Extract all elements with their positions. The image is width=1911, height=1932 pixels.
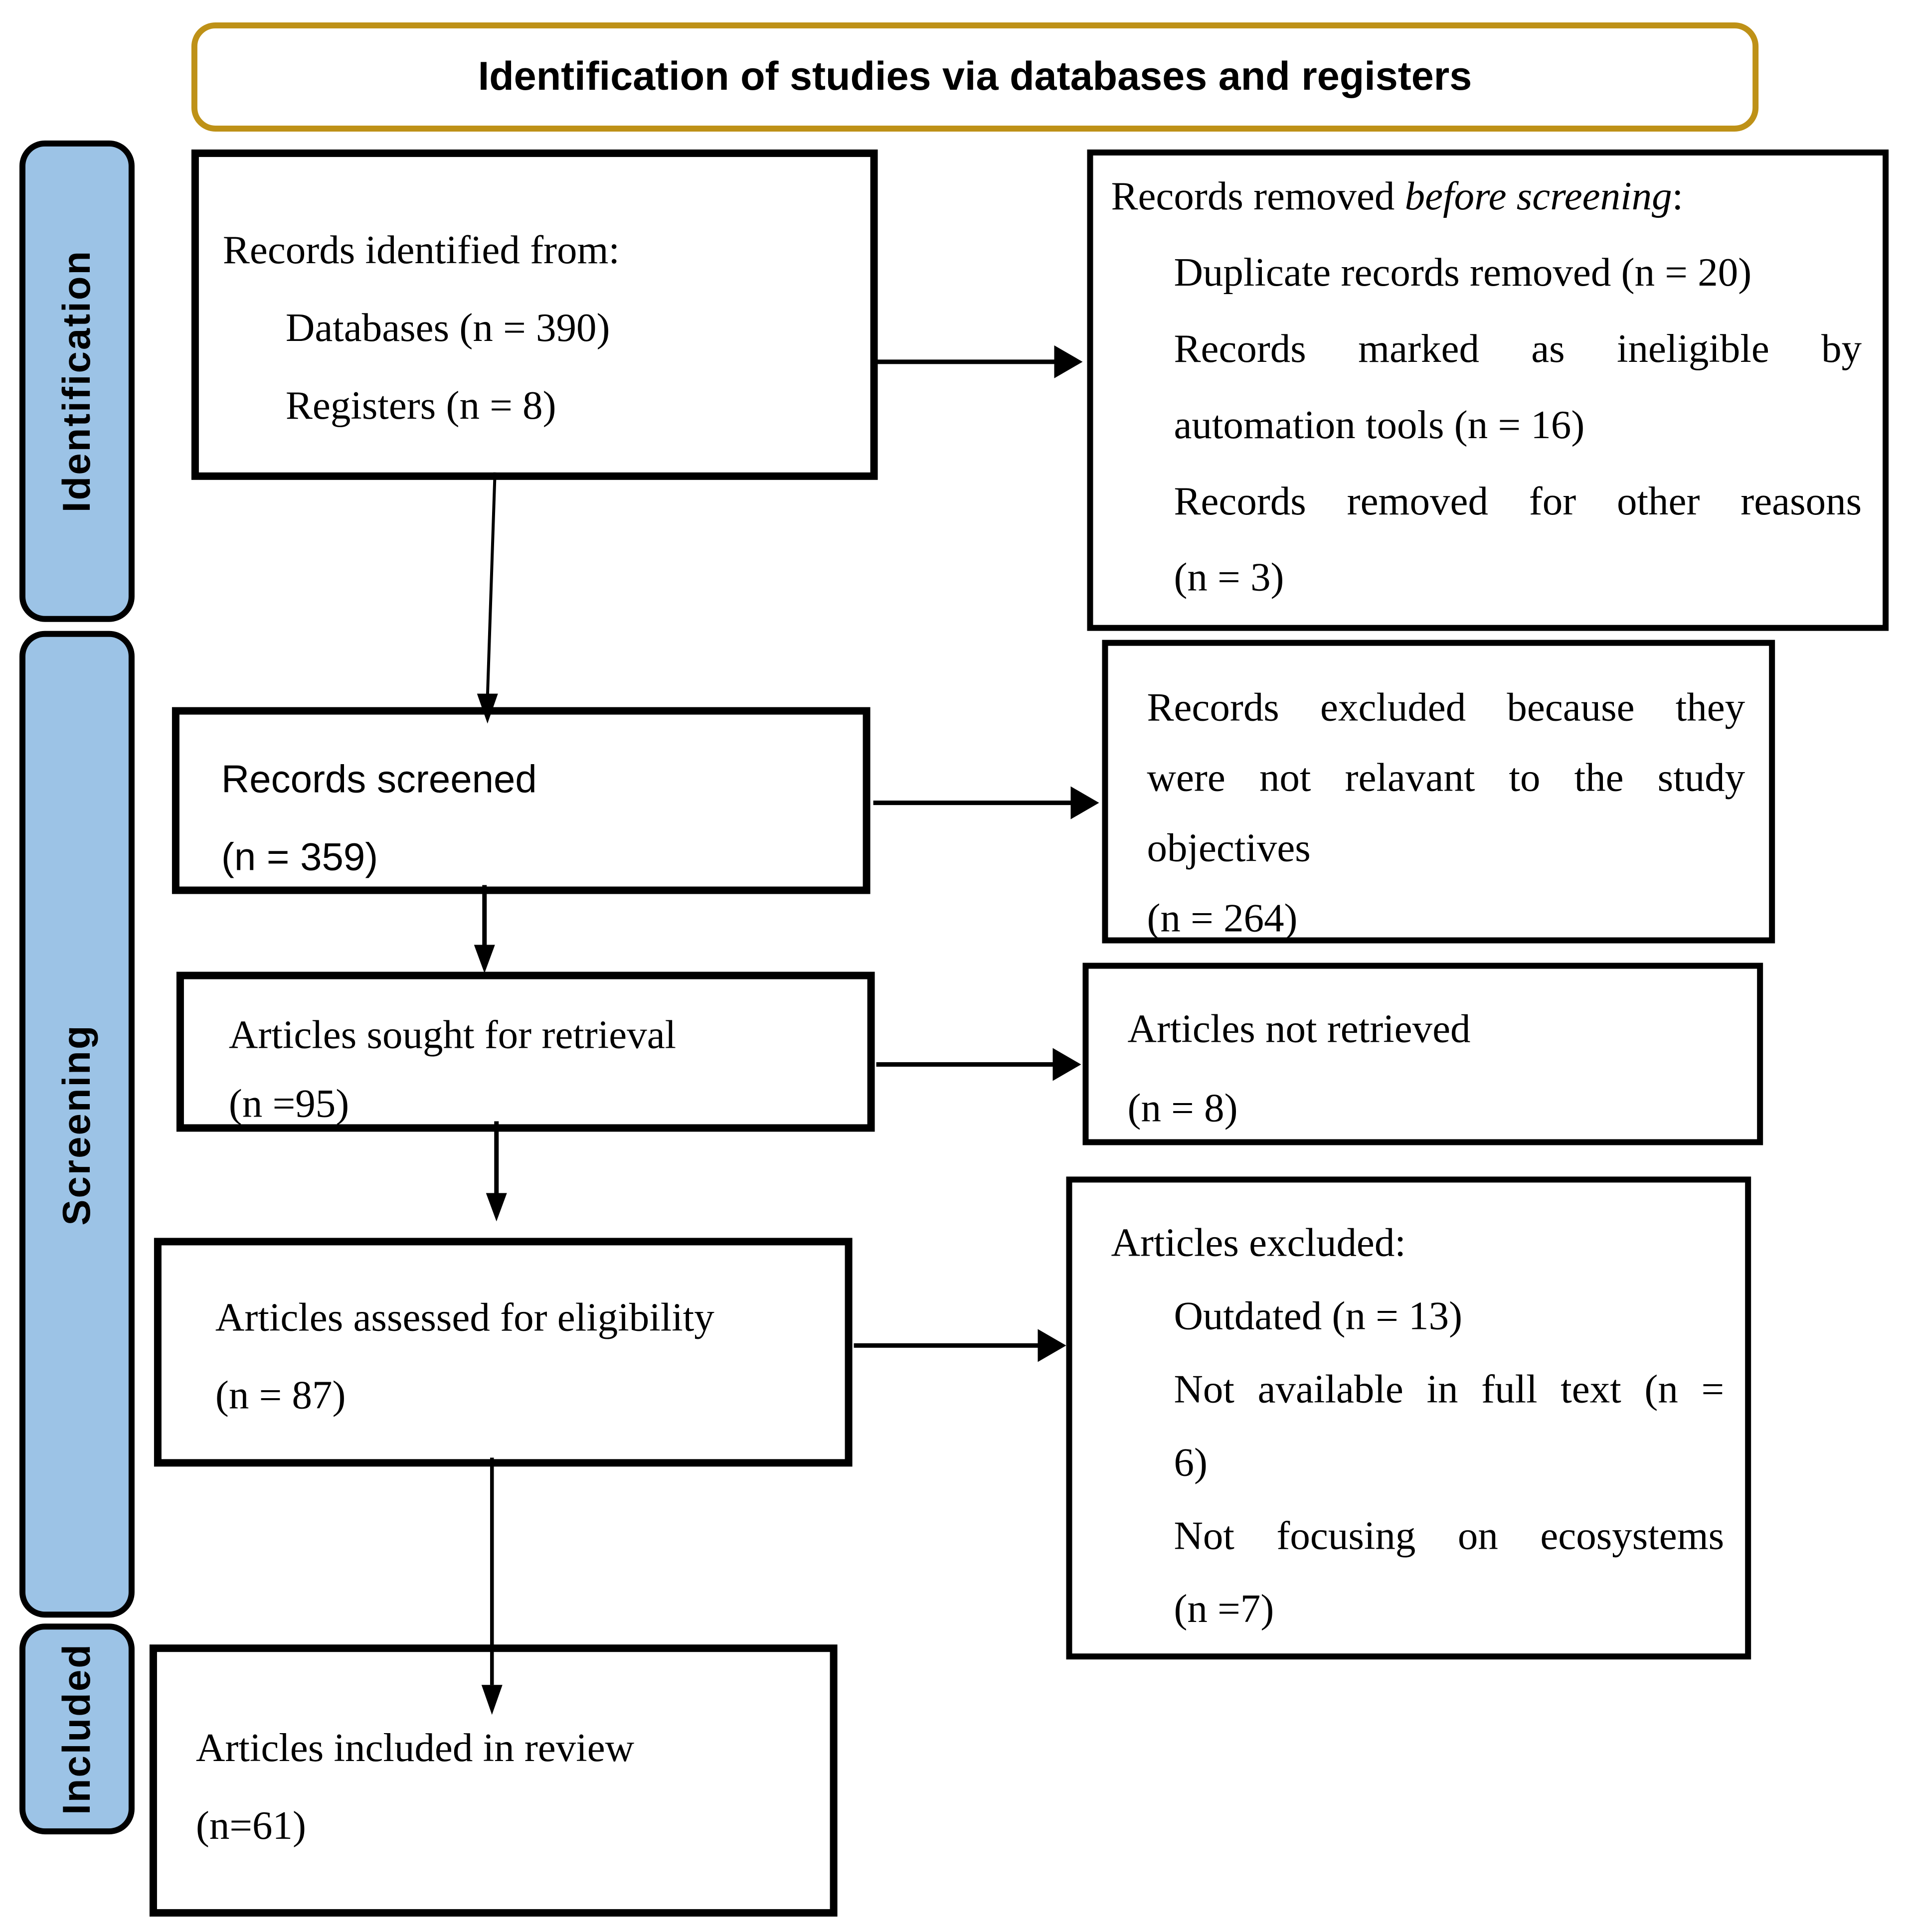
- text-line: Articles included in review: [195, 1725, 635, 1771]
- text-line: Registers (n = 8): [285, 382, 556, 428]
- box-articles-not-retrieved: Articles not retrieved (n = 8): [1082, 963, 1763, 1145]
- stage-label-identification-text: Identification: [53, 250, 99, 513]
- arrow-screened-to-excluded-icon: [873, 786, 1099, 819]
- arrow-identified-to-screened-icon: [477, 472, 498, 724]
- arrow-sought-to-not-retrieved-icon: [876, 1048, 1081, 1081]
- text-line: 6): [1174, 1440, 1208, 1485]
- arrow-identified-to-removed-icon: [873, 345, 1083, 378]
- diagram-title: Identification of studies via databases …: [478, 53, 1472, 99]
- text-line: Records excluded because they: [1147, 684, 1745, 730]
- text-line: (n = 264): [1147, 895, 1298, 941]
- text-line: (n = 3): [1174, 554, 1284, 600]
- stage-label-included: Included: [19, 1623, 135, 1835]
- text-line: objectives: [1147, 825, 1311, 870]
- text-line: Records screened: [221, 756, 537, 802]
- text-line: Articles excluded:: [1111, 1220, 1406, 1265]
- text-line: (n = 8): [1127, 1085, 1238, 1130]
- text-line: Records removed for other reasons: [1174, 478, 1862, 523]
- box-records-excluded: Records excluded because they were not re…: [1102, 640, 1775, 944]
- box-articles-assessed-for-eligibility: Articles assessed for eligibility (n = 87…: [154, 1238, 853, 1467]
- arrow-screened-to-sought-icon: [474, 885, 495, 973]
- stage-label-screening-text: Screening: [53, 1023, 99, 1225]
- text-line: Records marked as ineligible by: [1174, 325, 1862, 371]
- text-line: (n =95): [228, 1081, 349, 1126]
- arrow-assessed-to-excluded-icon: [854, 1329, 1066, 1362]
- arrow-sought-to-assessed-icon: [486, 1121, 507, 1222]
- text-line: Not available in full text (n =: [1174, 1366, 1725, 1412]
- text-line: Articles not retrieved: [1127, 1006, 1471, 1051]
- text-line: (n=61): [195, 1803, 307, 1848]
- diagram-title-box: Identification of studies via databases …: [191, 22, 1759, 132]
- text-line: (n = 87): [215, 1372, 346, 1418]
- text-line: Not focusing on ecosystems: [1174, 1513, 1725, 1558]
- box-articles-excluded: Articles excluded: Outdated (n = 13) Not a…: [1066, 1176, 1751, 1660]
- text-line: (n = 359): [221, 834, 378, 879]
- text-line: Articles sought for retrieval: [228, 1012, 677, 1057]
- text-line: Records identified from:: [222, 227, 620, 272]
- box-records-removed-before-screening: Records removed before screening: Duplica…: [1087, 149, 1889, 631]
- text-line: Articles assessed for eligibility: [215, 1294, 714, 1340]
- stage-label-screening: Screening: [19, 631, 135, 1618]
- text-line: Outdated (n = 13): [1174, 1293, 1463, 1338]
- box-articles-included-in-review: Articles included in review (n=61): [149, 1644, 838, 1917]
- box-articles-sought-for-retrieval: Articles sought for retrieval (n =95): [176, 971, 875, 1132]
- box-records-identified: Records identified from: Databases (n = 3…: [191, 149, 878, 480]
- stage-label-identification: Identification: [19, 140, 135, 622]
- text-line: automation tools (n = 16): [1174, 402, 1585, 447]
- text-line: Duplicate records removed (n = 20): [1174, 249, 1752, 295]
- text-line: Databases (n = 390): [285, 305, 610, 350]
- text-line: were not relavant to the study: [1147, 755, 1745, 800]
- text-line: (n =7): [1174, 1586, 1274, 1631]
- text-line: Records removed before screening:: [1111, 173, 1684, 218]
- box-records-screened: Records screened (n = 359): [172, 707, 870, 894]
- stage-label-included-text: Included: [53, 1643, 99, 1815]
